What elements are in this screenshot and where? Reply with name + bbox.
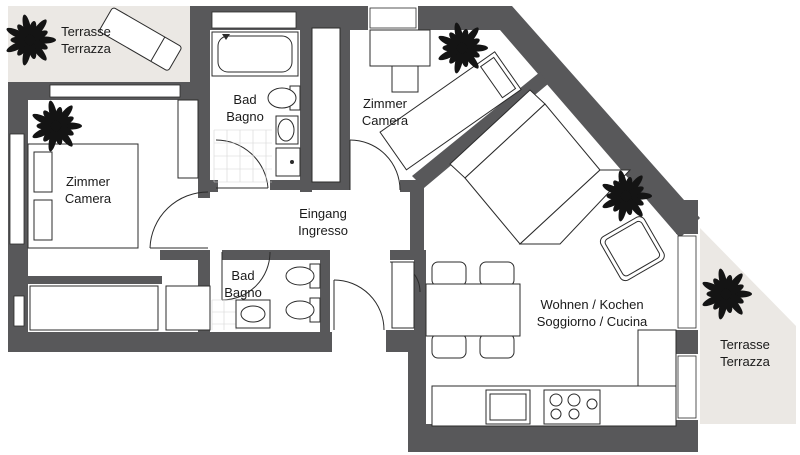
lounger-icon — [99, 7, 182, 71]
dining-table-icon — [425, 283, 521, 337]
wardrobe-left-bottom — [29, 285, 159, 331]
room-label-entrance: Eingang Ingresso — [298, 206, 348, 238]
plant-icons — [6, 14, 752, 320]
toilet-icon — [285, 263, 321, 289]
terrace-se-floor — [700, 228, 796, 424]
room-label-bath-top: Bad Bagno — [226, 92, 264, 124]
svg-text:Terrazza: Terrazza — [61, 41, 112, 56]
toilet-icon — [267, 85, 301, 111]
svg-text:Camera: Camera — [65, 191, 112, 206]
bath-top-tiles — [213, 129, 272, 183]
svg-text:Zimmer: Zimmer — [66, 174, 111, 189]
shower-tray — [165, 285, 211, 331]
svg-text:Camera: Camera — [362, 113, 409, 128]
room-label-terrace-nw: Terrasse Terrazza — [61, 24, 112, 56]
room-label-living: Wohnen / Kochen Soggiorno / Cucina — [537, 297, 648, 329]
svg-text:Bagno: Bagno — [226, 109, 264, 124]
room-labels: Terrasse Terrazza Zimmer Camera Bad Bagn… — [61, 24, 771, 369]
sink-icon — [235, 299, 271, 329]
desk-icon — [369, 29, 431, 67]
plant-icon — [602, 170, 652, 222]
plant-icon — [32, 100, 82, 152]
chair-icon — [431, 261, 515, 359]
svg-text:Zimmer: Zimmer — [363, 96, 408, 111]
toilet-icon — [285, 297, 321, 323]
doors — [149, 139, 421, 331]
svg-text:Terrasse: Terrasse — [61, 24, 111, 39]
svg-text:Eingang: Eingang — [299, 206, 347, 221]
svg-text:Soggiorno / Cucina: Soggiorno / Cucina — [537, 314, 648, 329]
room-label-bath-bottom: Bad Bagno — [224, 268, 262, 300]
svg-text:Ingresso: Ingresso — [298, 223, 348, 238]
plant-icon — [6, 14, 56, 66]
shower-tray — [275, 147, 301, 177]
bathtub-icon — [211, 31, 299, 77]
svg-text:Terrazza: Terrazza — [720, 354, 771, 369]
armchair-icon — [599, 216, 665, 282]
shower-icon — [222, 34, 230, 40]
room-label-terrace-se: Terrasse Terrazza — [720, 337, 771, 369]
bed-icon — [27, 143, 139, 249]
cooktop-icon — [543, 389, 601, 425]
bed-icon — [379, 51, 522, 171]
wardrobe-right — [311, 27, 341, 183]
plant-icon — [438, 22, 488, 74]
room-label-bedroom-left: Zimmer Camera — [65, 174, 112, 206]
svg-text:Wohnen / Kochen: Wohnen / Kochen — [540, 297, 643, 312]
windows — [9, 7, 697, 419]
sofa-icon — [449, 89, 632, 245]
plant-icon — [702, 268, 752, 320]
svg-text:Bagno: Bagno — [224, 285, 262, 300]
room-label-bedroom-right: Zimmer Camera — [362, 96, 409, 128]
svg-text:Terrasse: Terrasse — [720, 337, 770, 352]
svg-text:Bad: Bad — [231, 268, 254, 283]
kitchen-sink-icon — [485, 389, 531, 425]
svg-text:Bad: Bad — [233, 92, 256, 107]
walls — [8, 6, 700, 452]
chair-icon — [391, 65, 419, 93]
kitchen-side-counter — [637, 329, 677, 387]
wardrobe-left — [177, 99, 199, 179]
sink-icon — [275, 115, 299, 145]
